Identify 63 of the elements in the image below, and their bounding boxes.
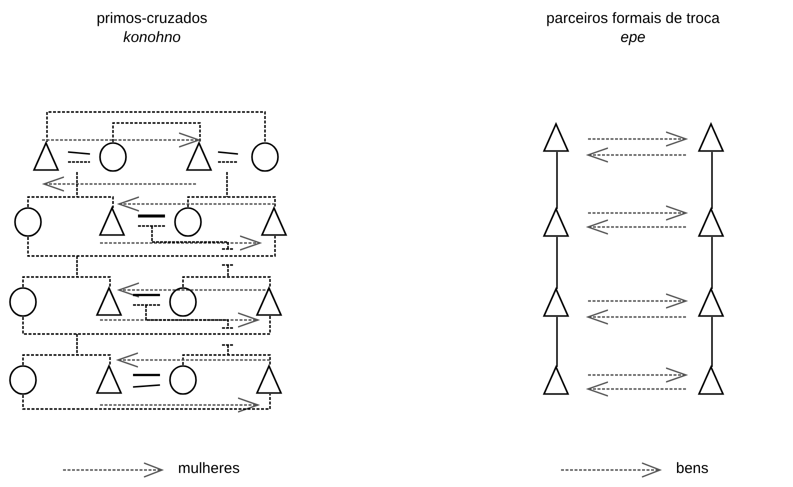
male-triangle	[543, 208, 571, 238]
male-triangle	[261, 207, 289, 237]
native-term: konohno	[123, 29, 181, 46]
flow-arrow	[118, 196, 275, 212]
native-term: epe	[620, 29, 646, 46]
female-circle	[9, 365, 37, 395]
flow-arrow	[588, 205, 687, 221]
male-triangle	[543, 366, 571, 396]
flow-arrow	[587, 219, 686, 235]
kinship-line	[182, 354, 271, 366]
male-triangle	[543, 123, 571, 153]
flow-arrow	[588, 131, 687, 147]
descent-line	[711, 237, 713, 289]
kinship-line	[22, 354, 111, 366]
kinship-line	[27, 236, 276, 257]
kinship-line	[22, 316, 271, 335]
descent-line	[556, 317, 558, 367]
descent-line	[556, 237, 558, 289]
male-triangle	[33, 142, 61, 172]
flow-arrow	[588, 293, 687, 309]
descent-line	[711, 152, 713, 209]
female-circle	[14, 207, 42, 237]
male-triangle	[256, 365, 284, 395]
panel-heading: parceiros formais de troca	[546, 10, 720, 27]
flow-arrow	[588, 367, 687, 383]
female-circle	[169, 365, 197, 395]
flow-arrow	[100, 397, 259, 413]
kinship-line	[27, 196, 114, 208]
female-circle	[174, 207, 202, 237]
female-circle	[9, 287, 37, 317]
male-triangle	[256, 287, 284, 317]
flow-arrow	[117, 352, 270, 368]
kinship-line	[46, 111, 266, 143]
male-triangle	[698, 288, 726, 318]
flow-arrow	[587, 147, 686, 163]
male-triangle	[698, 366, 726, 396]
descent-line	[556, 152, 558, 209]
flow-arrow	[43, 176, 196, 192]
male-triangle	[96, 365, 124, 395]
female-circle	[251, 142, 279, 172]
kinship-line	[182, 276, 271, 288]
male-triangle	[96, 287, 124, 317]
female-circle	[99, 142, 127, 172]
flow-arrow	[587, 381, 686, 397]
female-circle	[169, 287, 197, 317]
male-triangle	[99, 207, 127, 237]
legend-label: mulheres	[178, 460, 240, 477]
male-triangle	[698, 123, 726, 153]
flow-arrow	[42, 132, 200, 148]
kinship-line	[22, 276, 111, 288]
flow-arrow	[100, 235, 261, 251]
male-triangle	[698, 208, 726, 238]
flow-arrow	[118, 282, 270, 298]
flow-arrow	[100, 312, 259, 328]
kinship-line	[22, 394, 271, 410]
kinship-line	[187, 196, 276, 208]
descent-line	[711, 317, 713, 367]
kinship-line	[112, 122, 201, 143]
flow-arrow	[587, 309, 686, 325]
male-triangle	[186, 142, 214, 172]
male-triangle	[543, 288, 571, 318]
panel-heading: primos-cruzados	[96, 10, 208, 27]
legend-label: bens	[676, 460, 709, 477]
